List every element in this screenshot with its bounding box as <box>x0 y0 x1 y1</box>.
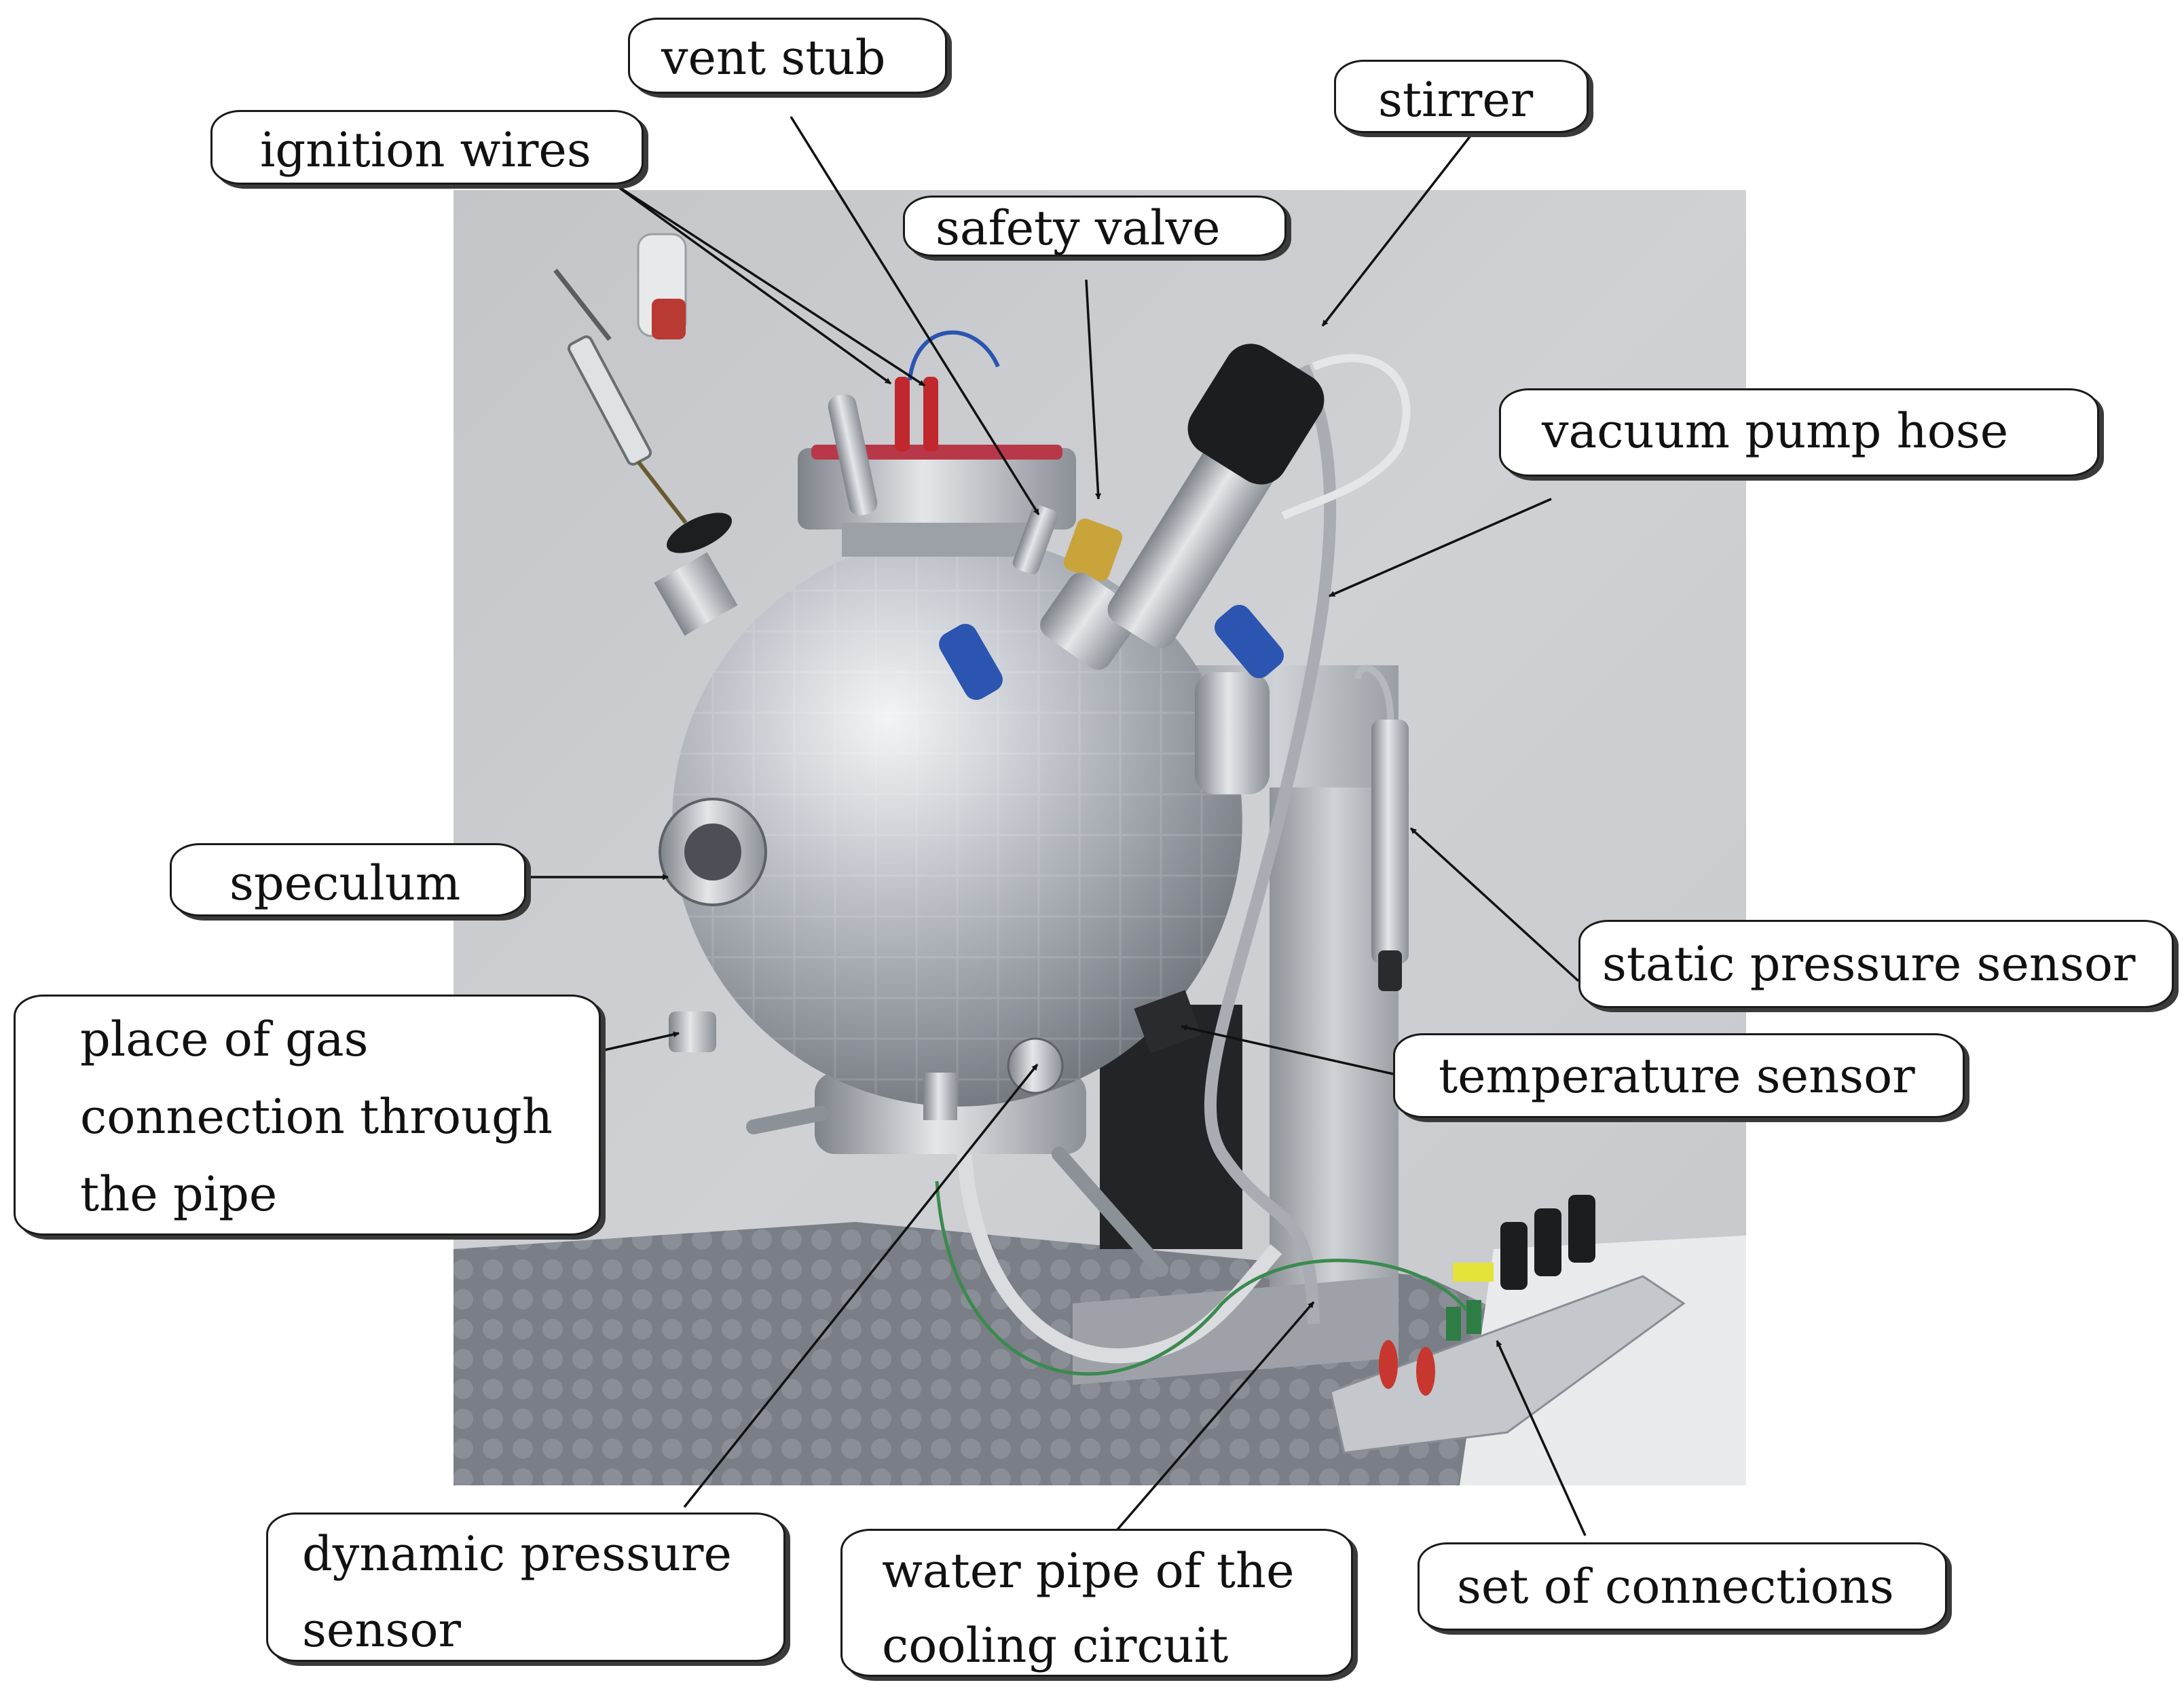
red-connector-2 <box>1416 1347 1435 1396</box>
label-dynamic-pressure-sensor: dynamic pressure sensor <box>266 1512 785 1662</box>
water-pipe-hose <box>1204 364 1337 1324</box>
speculum-port-inner <box>684 823 741 880</box>
label-safety-valve: safety valve <box>903 196 1287 257</box>
leader-water-pipe <box>1112 1301 1315 1536</box>
vessel-foil-texture <box>672 536 1242 1107</box>
wall-socket-plug <box>652 299 686 339</box>
gas-connection-stub <box>669 1011 716 1052</box>
label-stirrer: stirrer <box>1334 60 1589 133</box>
leader-set-connections <box>1496 1340 1587 1536</box>
static-sensor-body <box>1371 720 1409 964</box>
temperature-sensor-box <box>1134 990 1202 1054</box>
ring-handle-right <box>1052 1147 1168 1277</box>
leader-dynamic-pressure <box>683 1063 1039 1508</box>
explosion-vessel <box>659 330 1411 1277</box>
bottom-fitting-left <box>923 1073 957 1120</box>
stirrer-cable <box>1281 354 1411 520</box>
cooling-hose <box>957 1147 1282 1364</box>
syringe-barrel <box>567 335 652 466</box>
red-connector-1 <box>1379 1340 1398 1389</box>
green-cable <box>935 1181 1468 1376</box>
leader-safety-valve <box>1085 279 1102 500</box>
blue-valve-handle-right <box>1215 604 1284 679</box>
label-static-pressure-sensor: static pressure sensor <box>1578 920 2174 1008</box>
vent-stub-pipe <box>1012 504 1058 575</box>
label-water-pipe: water pipe of the cooling circuit <box>840 1529 1353 1677</box>
stirrer-motor <box>1187 344 1325 485</box>
stirrer-shaft <box>1107 424 1282 648</box>
black-connector-2 <box>1534 1208 1561 1276</box>
leader-ignition-1 <box>610 181 892 385</box>
leader-temperature <box>1181 1024 1394 1075</box>
blue-valve-handle-left <box>939 623 1003 701</box>
ignition-plug-2 <box>923 377 938 451</box>
green-connector-1 <box>1446 1307 1461 1341</box>
leader-gas-connection <box>600 1031 680 1052</box>
label-ignition-wires: ignition wires <box>210 110 644 185</box>
green-connector-2 <box>1466 1300 1481 1334</box>
black-connector-3 <box>1568 1195 1595 1263</box>
label-gas-connection: place of gas connection through the pipe <box>14 995 601 1236</box>
syringe-plunger <box>553 268 612 341</box>
top-flange-seal <box>811 445 1062 460</box>
top-rod-left <box>828 394 878 516</box>
flange-neck <box>842 523 1039 557</box>
yellow-tag <box>1453 1263 1494 1282</box>
label-vacuum-pump-hose: vacuum pump hose <box>1499 388 2099 477</box>
leader-vent-stub <box>790 116 1040 515</box>
left-valve-body <box>654 552 738 636</box>
leader-stirrer <box>1321 131 1475 327</box>
label-vent-stub: vent stub <box>628 18 947 94</box>
syringe-needle <box>636 460 688 524</box>
leader-static-sensor <box>1409 827 1580 982</box>
black-valve-knob <box>666 513 733 553</box>
ignition-cable <box>908 330 1000 381</box>
ring-handle-left <box>746 1106 829 1134</box>
static-sensor-cap <box>1378 950 1402 991</box>
right-flange-port <box>1195 672 1270 794</box>
ignition-plug-1 <box>895 377 910 451</box>
label-temperature-sensor: temperature sensor <box>1393 1033 1965 1118</box>
safety-valve-body <box>1063 518 1123 582</box>
label-speculum: speculum <box>170 843 526 916</box>
black-connector-1 <box>1500 1222 1528 1290</box>
leader-lines <box>526 116 1587 1536</box>
leader-vacuum-hose <box>1329 498 1552 597</box>
label-set-of-connections: set of connections <box>1418 1542 1947 1631</box>
leader-ignition-2 <box>610 181 925 387</box>
static-sensor-tube <box>1354 665 1394 720</box>
